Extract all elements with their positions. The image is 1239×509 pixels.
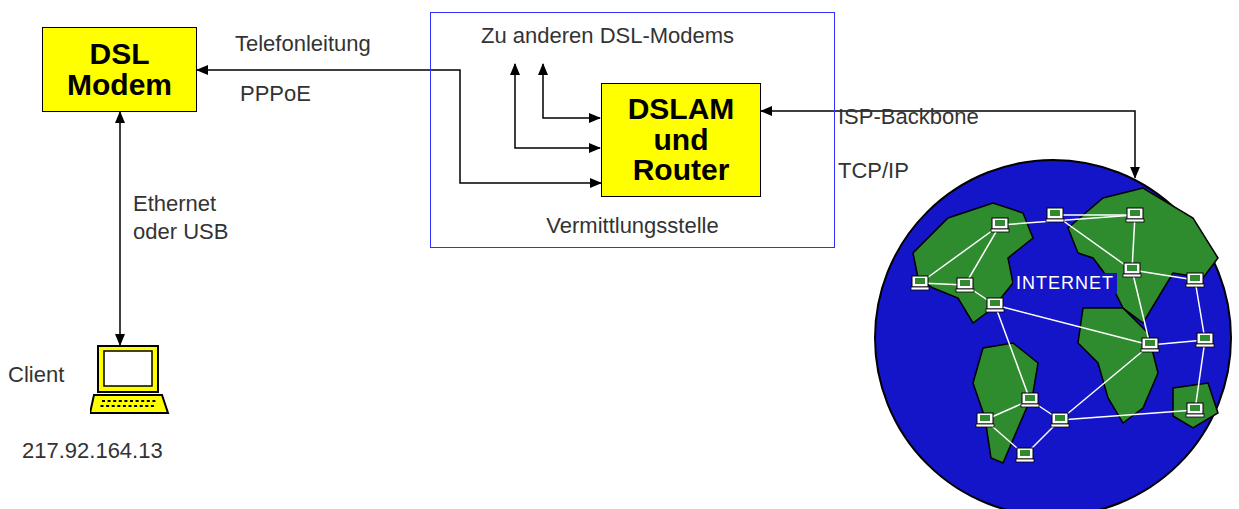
client-node: Client 217.92.164.13 [6, 340, 246, 470]
dslam-box: DSLAM und Router [601, 83, 761, 197]
protocol-label: TCP/IP [838, 157, 909, 185]
globe-drawing [873, 158, 1233, 509]
connector [197, 70, 601, 183]
edge-label: Ethernet oder USB [133, 190, 253, 245]
edge-label: ISP-Backbone [838, 103, 979, 131]
box-label: DSLAM und Router [621, 94, 741, 186]
globe-label: INTERNET [1013, 273, 1117, 294]
exchange-box: DSLAM und Router Zu anderen DSL-ModemsVer… [430, 12, 835, 248]
modem-box: DSL Modem [42, 27, 197, 112]
group-note: Zu anderen DSL-Modems [481, 23, 734, 49]
side-arrows [515, 64, 600, 148]
side-arrow [543, 64, 600, 118]
side-arrow [515, 64, 600, 148]
internet-globe: INTERNET [873, 158, 1233, 509]
protocol-label: PPPoE [240, 80, 311, 108]
node-name: Client [8, 362, 64, 388]
laptop-icon [90, 345, 170, 417]
group-title: Vermittlungsstelle [431, 213, 834, 239]
edge-label: Telefonleitung [235, 30, 371, 58]
box-label: DSL Modem [60, 39, 180, 100]
ip-address: 217.92.164.13 [22, 438, 163, 464]
connector [119, 112, 121, 345]
